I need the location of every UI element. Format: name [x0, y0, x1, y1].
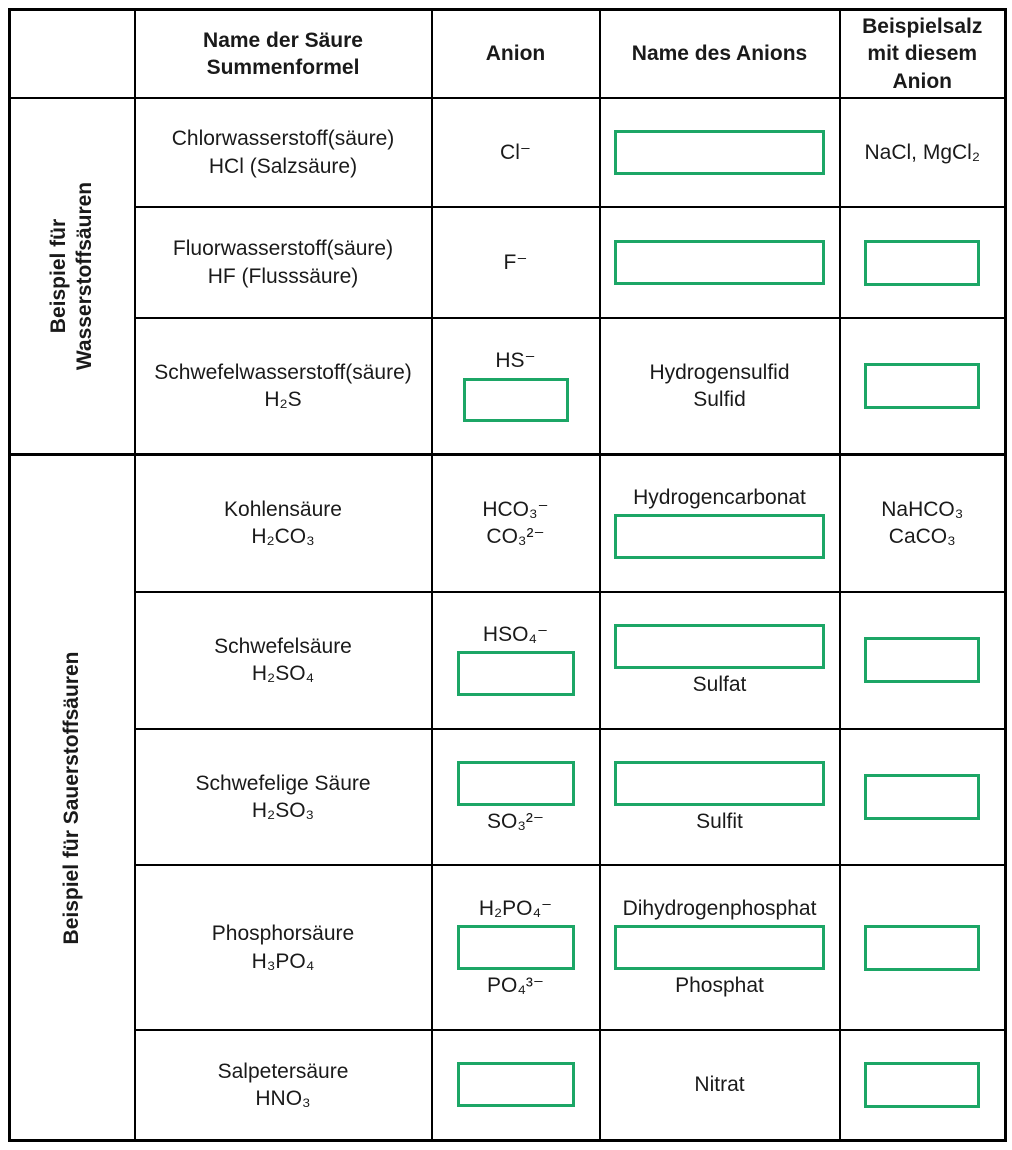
answer-box[interactable]: [864, 239, 981, 286]
answer-box[interactable]: [614, 925, 825, 970]
cell-acid: Schwefelige Säure H₂SO₃: [133, 727, 433, 867]
header-anion-name: Name des Anions: [598, 8, 841, 99]
cell-anion: HSO₄⁻: [430, 590, 601, 730]
answer-box[interactable]: [864, 774, 981, 821]
cell-anion-name: Sulfat: [598, 590, 841, 730]
answer-box[interactable]: [614, 130, 825, 176]
header-corner: [8, 8, 136, 99]
anion-name-stack: Sulfit: [603, 759, 837, 835]
cell-anion: HS⁻: [430, 317, 601, 456]
cell-anion: [430, 1028, 601, 1142]
cell-anion-name: Hydrogensulfid Sulfid: [598, 317, 841, 456]
table-row: Salpetersäure HNO₃ Nitrat: [10, 1028, 1007, 1142]
anion-formula: HSO₄⁻: [482, 623, 549, 647]
anion-stack: H₂PO₄⁻ PO₄³⁻: [435, 896, 597, 1000]
table-row: Beispiel für Sauerstoffsäuren Kohlensäur…: [8, 452, 1007, 1142]
group-label-text: Beispiel für Sauerstoffsäuren: [60, 651, 84, 944]
header-row: Name der Säure Summenformel Anion Name d…: [8, 8, 1007, 99]
cell-anion-name: Dihydrogenphosphat Phosphat: [598, 864, 841, 1031]
anion-name-stack: Dihydrogenphosphat Phosphat: [603, 896, 837, 1000]
anion-name-stack: Hydrogencarbonat: [603, 485, 837, 561]
cell-salt: NaCl, MgCl₂: [838, 96, 1007, 209]
answer-box[interactable]: [456, 651, 575, 697]
answer-box[interactable]: [456, 925, 575, 970]
group-label-oxygen-acids: Beispiel für Sauerstoffsäuren: [8, 452, 136, 1142]
answer-box[interactable]: [864, 1061, 981, 1108]
cell-anion-name: Nitrat: [598, 1028, 841, 1142]
answer-box[interactable]: [456, 760, 575, 806]
anion-formula: SO₃²⁻: [487, 809, 544, 833]
anion-stack: HS⁻: [435, 348, 597, 423]
cell-acid: Salpetersäure HNO₃: [133, 1028, 433, 1142]
answer-box[interactable]: [614, 514, 825, 560]
answer-box[interactable]: [864, 363, 981, 409]
answer-box[interactable]: [462, 377, 569, 422]
anion-name-stack: Sulfat: [603, 622, 837, 698]
acids-worksheet-table: Name der Säure Summenformel Anion Name d…: [8, 8, 1007, 1143]
anion-formula: HS⁻: [495, 349, 536, 373]
answer-box[interactable]: [864, 637, 981, 684]
anion-formula: PO₄³⁻: [487, 974, 544, 997]
cell-acid: Schwefelsäure H₂SO₄: [133, 590, 433, 730]
answer-box[interactable]: [614, 624, 825, 670]
cell-acid: Schwefelwasserstoff(säure) H₂S: [133, 317, 433, 456]
cell-acid: Kohlensäure H₂CO₃: [133, 452, 433, 593]
cell-anion-name: Sulfit: [598, 727, 841, 867]
table-row: Phosphorsäure H₃PO₄ H₂PO₄⁻ PO₄³⁻ Dihydro…: [10, 864, 1007, 1031]
answer-box[interactable]: [614, 760, 825, 806]
answer-box[interactable]: [864, 924, 981, 971]
anion-name-text: Sulfit: [696, 809, 743, 833]
cell-anion: H₂PO₄⁻ PO₄³⁻: [430, 864, 601, 1031]
table-row: Beispiel für Wasserstoffsäuren Chlorwass…: [8, 96, 1007, 456]
cell-acid: Chlorwasserstoff(säure) HCl (Salzsäure): [133, 96, 433, 209]
table-row: Schwefelwasserstoff(säure) H₂S HS⁻ Hydro…: [10, 317, 1007, 456]
anion-stack: HSO₄⁻: [435, 622, 597, 698]
cell-anion: SO₃²⁻: [430, 727, 601, 867]
anion-name-text: Sulfat: [692, 673, 747, 697]
cell-salt: [838, 317, 1007, 456]
cell-salt: [838, 206, 1007, 320]
cell-acid: Fluorwasserstoff(säure) HF (Flusssäure): [133, 206, 433, 320]
anion-name-text: Dihydrogenphosphat: [622, 896, 817, 920]
group-label-text: Beispiel für Wasserstoffsäuren: [47, 181, 97, 371]
table-row: Schwefelige Säure H₂SO₃ SO₃²⁻ Sulfit: [10, 727, 1007, 867]
cell-salt: [838, 864, 1007, 1031]
cell-anion: F⁻: [430, 206, 601, 320]
anion-name-text: Phosphat: [675, 974, 764, 997]
table-row: Fluorwasserstoff(säure) HF (Flusssäure) …: [10, 206, 1007, 320]
cell-anion-name: [598, 96, 841, 209]
answer-box[interactable]: [614, 240, 825, 286]
header-anion: Anion: [430, 8, 601, 99]
cell-anion: Cl⁻: [430, 96, 601, 209]
cell-anion: HCO₃⁻ CO₃²⁻: [430, 452, 601, 593]
anion-stack: SO₃²⁻: [435, 759, 597, 835]
header-acid: Name der Säure Summenformel: [133, 8, 433, 99]
answer-box[interactable]: [456, 1062, 575, 1108]
anion-formula: H₂PO₄⁻: [478, 896, 553, 920]
cell-salt: [838, 1028, 1007, 1142]
anion-name-text: Hydrogencarbonat: [633, 486, 806, 510]
cell-salt: [838, 590, 1007, 730]
header-salt: Beispielsalz mit diesem Anion: [838, 8, 1007, 99]
cell-anion-name: [598, 206, 841, 320]
cell-anion-name: Hydrogencarbonat: [598, 452, 841, 593]
table-row: Schwefelsäure H₂SO₄ HSO₄⁻ Sulfat: [10, 590, 1007, 730]
cell-salt: NaHCO₃ CaCO₃: [838, 452, 1007, 593]
cell-acid: Phosphorsäure H₃PO₄: [133, 864, 433, 1031]
group-label-hydrogen-acids: Beispiel für Wasserstoffsäuren: [8, 96, 136, 456]
cell-salt: [838, 727, 1007, 867]
